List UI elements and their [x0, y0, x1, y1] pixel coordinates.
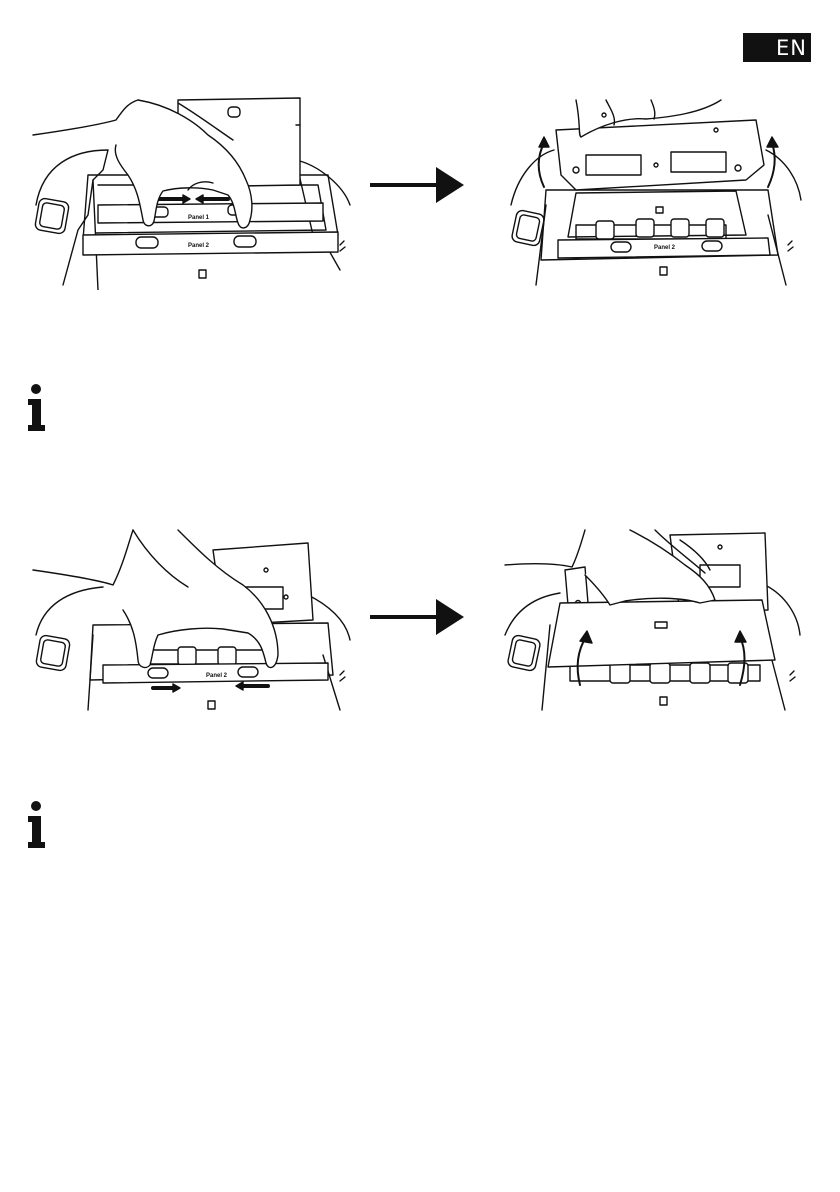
language-badge: EN — [743, 33, 811, 62]
figure-lift-panel-1: Panel 2 — [506, 95, 806, 290]
figure2-label-panel2: Panel 2 — [654, 245, 676, 251]
right-arrow-icon — [370, 165, 465, 210]
figure-release-panel-1: Panel 1 Panel 2 — [28, 95, 358, 290]
right-arrow-icon — [370, 597, 465, 642]
figure-lift-panel-2 — [500, 525, 805, 715]
figure-release-panel-2: Panel 2 — [28, 525, 358, 715]
language-badge-label: EN — [776, 36, 807, 60]
figure1-label-panel1: Panel 1 — [188, 215, 210, 221]
info-icon — [26, 383, 54, 433]
figure1-label-panel2: Panel 2 — [188, 243, 210, 249]
figure3-label-panel2: Panel 2 — [206, 673, 228, 679]
info-icon — [26, 800, 54, 850]
